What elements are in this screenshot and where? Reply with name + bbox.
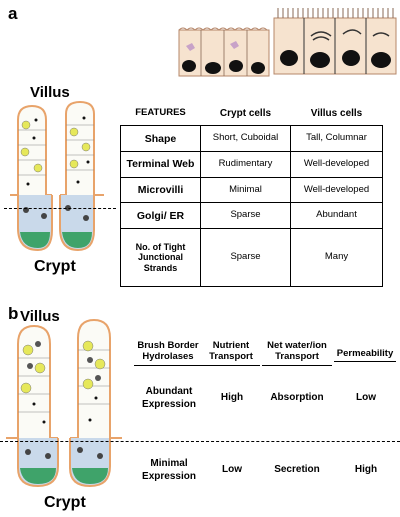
crypt-nutrient-value: Low xyxy=(222,464,242,475)
table-header-row: FEATURES Crypt cells Villus cells xyxy=(120,102,383,127)
col-permeability: Permeability xyxy=(334,348,396,363)
header-features: FEATURES xyxy=(120,102,201,127)
col-net-water-ion-text: Net water/ion Transport xyxy=(267,340,327,363)
panel-a-villus-label: Villus xyxy=(30,84,70,101)
col-net-water-ion: Net water/ion Transport xyxy=(262,340,332,366)
col-nutrient-transport-text: Nutrient Transport xyxy=(209,340,253,363)
table-row: Terminal Web Rudimentary Well-developed xyxy=(120,151,383,178)
panel-b-crypt-label: Crypt xyxy=(44,494,86,511)
col-brush-border-text: Brush Border Hydrolases xyxy=(137,340,199,363)
villus-crypt-illustration-a xyxy=(10,100,104,252)
crypt-value: Minimal xyxy=(200,176,291,204)
crypt-value: Sparse xyxy=(200,202,291,229)
panel-b-letter: b xyxy=(8,304,19,323)
villus-brush-border-value: Abundant Expression xyxy=(142,386,196,410)
col-brush-border: Brush Border Hydrolases xyxy=(134,340,202,366)
villus-permeability-value: Low xyxy=(356,392,376,403)
panel-a-crypt-label: Crypt xyxy=(34,258,76,275)
villus-value: Well-developed xyxy=(290,176,383,204)
villus-value: Tall, Columnar xyxy=(290,125,383,152)
cell-schematic-crypt xyxy=(178,27,270,77)
crypt-value: Sparse xyxy=(200,227,291,288)
table-row: Microvilli Minimal Well-developed xyxy=(120,176,383,204)
feature-microvilli: Microvilli xyxy=(120,176,201,204)
col-permeability-text: Permeability xyxy=(336,348,394,359)
villus-value: Well-developed xyxy=(290,151,383,178)
crypt-brush-border-value: Minimal Expression xyxy=(142,458,196,482)
villus-nutrient-value: High xyxy=(220,392,244,403)
panel-a-letter: a xyxy=(8,4,18,23)
crypt-permeability-value: High xyxy=(354,464,378,475)
table-row: Shape Short, Cuboidal Tall, Columnar xyxy=(120,125,383,152)
cell-schematic-villus xyxy=(273,8,397,75)
crypt-value: Short, Cuboidal xyxy=(200,125,291,152)
villus-crypt-illustration-b xyxy=(6,318,122,488)
panel-a-divider xyxy=(4,208,116,209)
villus-value: Many xyxy=(290,227,383,288)
panel-b-divider xyxy=(0,441,400,442)
feature-terminal-web: Terminal Web xyxy=(120,151,201,178)
col-nutrient-transport: Nutrient Transport xyxy=(202,340,260,366)
table-row: No. of Tight Junctional Strands Sparse M… xyxy=(120,227,383,288)
feature-shape: Shape xyxy=(120,125,201,152)
features-table: FEATURES Crypt cells Villus cells Shape … xyxy=(120,102,383,288)
crypt-value: Rudimentary xyxy=(200,151,291,178)
villus-water-ion-value: Absorption xyxy=(270,392,324,403)
panel-b-villus-label: Villus xyxy=(20,308,60,325)
header-crypt-cells: Crypt cells xyxy=(200,102,291,127)
feature-tight-junctions: No. of Tight Junctional Strands xyxy=(120,227,201,288)
feature-golgi-er: Golgi/ ER xyxy=(120,202,201,229)
header-villus-cells: Villus cells xyxy=(290,102,383,127)
villus-value: Abundant xyxy=(290,202,383,229)
crypt-water-ion-value: Secretion xyxy=(274,464,320,475)
table-row: Golgi/ ER Sparse Abundant xyxy=(120,202,383,229)
